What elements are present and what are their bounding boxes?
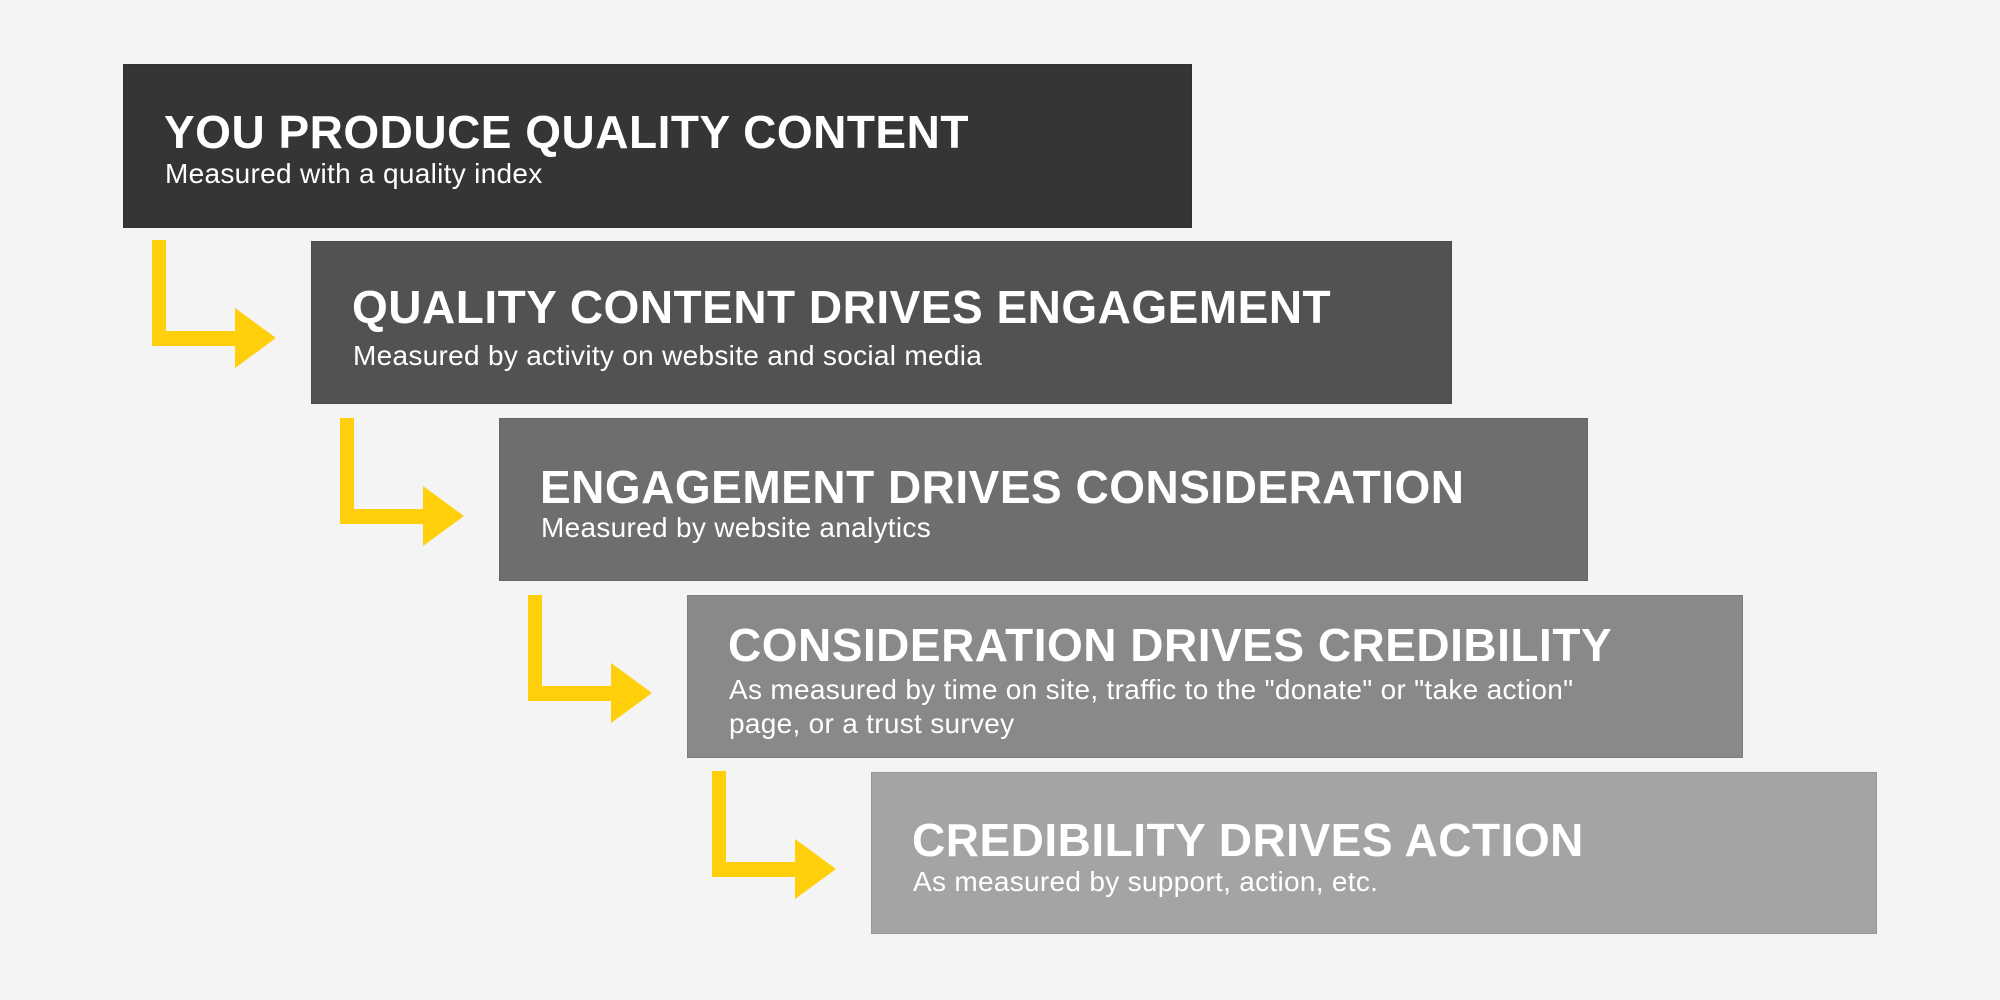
step-box-2: QUALITY CONTENT DRIVES ENGAGEMENT Measur… (311, 241, 1452, 404)
step-box-5: CREDIBILITY DRIVES ACTION As measured by… (871, 772, 1877, 934)
elbow-arrow-right-icon (528, 595, 651, 723)
elbow-arrow-right-icon (712, 771, 835, 899)
step-subtitle: As measured by support, action, etc. (913, 866, 1379, 897)
step-box-1: YOU PRODUCE QUALITY CONTENT Measured wit… (123, 64, 1192, 228)
elbow-arrow-right-icon (340, 418, 463, 546)
step-title: CONSIDERATION DRIVES CREDIBILITY (728, 619, 1613, 671)
step-box-4: CONSIDERATION DRIVES CREDIBILITY As meas… (687, 595, 1743, 758)
step-title: QUALITY CONTENT DRIVES ENGAGEMENT (352, 281, 1332, 333)
step-subtitle: As measured by time on site, traffic to … (729, 674, 1574, 739)
elbow-arrow-right-icon (152, 240, 275, 368)
step-box-3: ENGAGEMENT DRIVES CONSIDERATION Measured… (499, 418, 1588, 581)
step-title: YOU PRODUCE QUALITY CONTENT (164, 106, 969, 158)
step-subtitle: Measured by activity on website and soci… (353, 340, 983, 371)
step-title: CREDIBILITY DRIVES ACTION (912, 814, 1584, 866)
step-title: ENGAGEMENT DRIVES CONSIDERATION (540, 461, 1465, 513)
step-subtitle: Measured with a quality index (165, 158, 543, 189)
step-subtitle: Measured by website analytics (541, 512, 931, 543)
